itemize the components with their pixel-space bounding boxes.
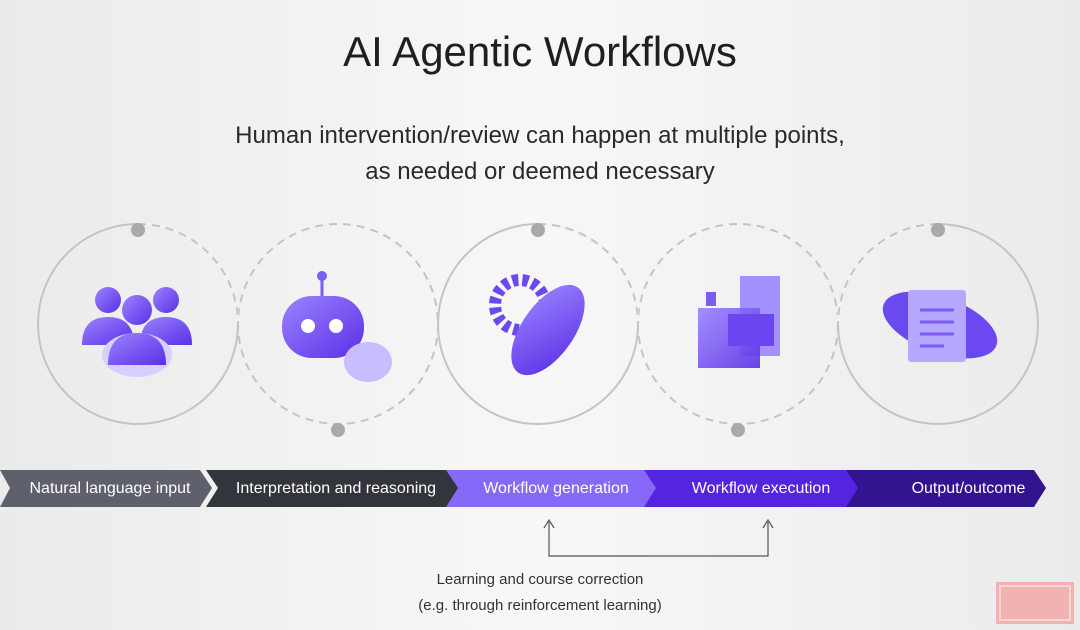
gear-icon [489, 274, 585, 376]
review-point [731, 423, 745, 437]
feedback-sublabel: (e.g. through reinforcement learning) [418, 597, 662, 614]
subtitle-line-1: Human intervention/review can happen at … [235, 122, 845, 149]
layers-icon [698, 276, 780, 368]
robot-chat-icon [282, 271, 392, 382]
stage-interpretation: Interpretation and reasoning [235, 479, 437, 497]
feedback-loop [543, 518, 774, 557]
dashed-arc [137, 222, 240, 325]
chevron-bar [0, 470, 1046, 507]
document-icon [882, 290, 998, 362]
dashed-arc [837, 223, 939, 325]
stage-workflow-execution: Workflow execution [691, 479, 831, 497]
review-point [931, 223, 945, 237]
stage-natural-language-input: Natural language input [29, 479, 191, 497]
review-point [531, 223, 545, 237]
review-point [131, 223, 145, 237]
dashed-arc [537, 223, 639, 325]
feedback-label: Learning and course correction [436, 571, 644, 588]
subtitle-line-2: as needed or deemed necessary [365, 158, 715, 185]
people-icon [82, 287, 192, 377]
watermark-seal [996, 582, 1074, 624]
stage-workflow-generation: Workflow generation [483, 479, 629, 497]
stage-output: Output/outcome [911, 479, 1026, 497]
review-point [331, 423, 345, 437]
page-title: AI Agentic Workflows [343, 28, 737, 75]
dashed-arc [137, 223, 239, 325]
